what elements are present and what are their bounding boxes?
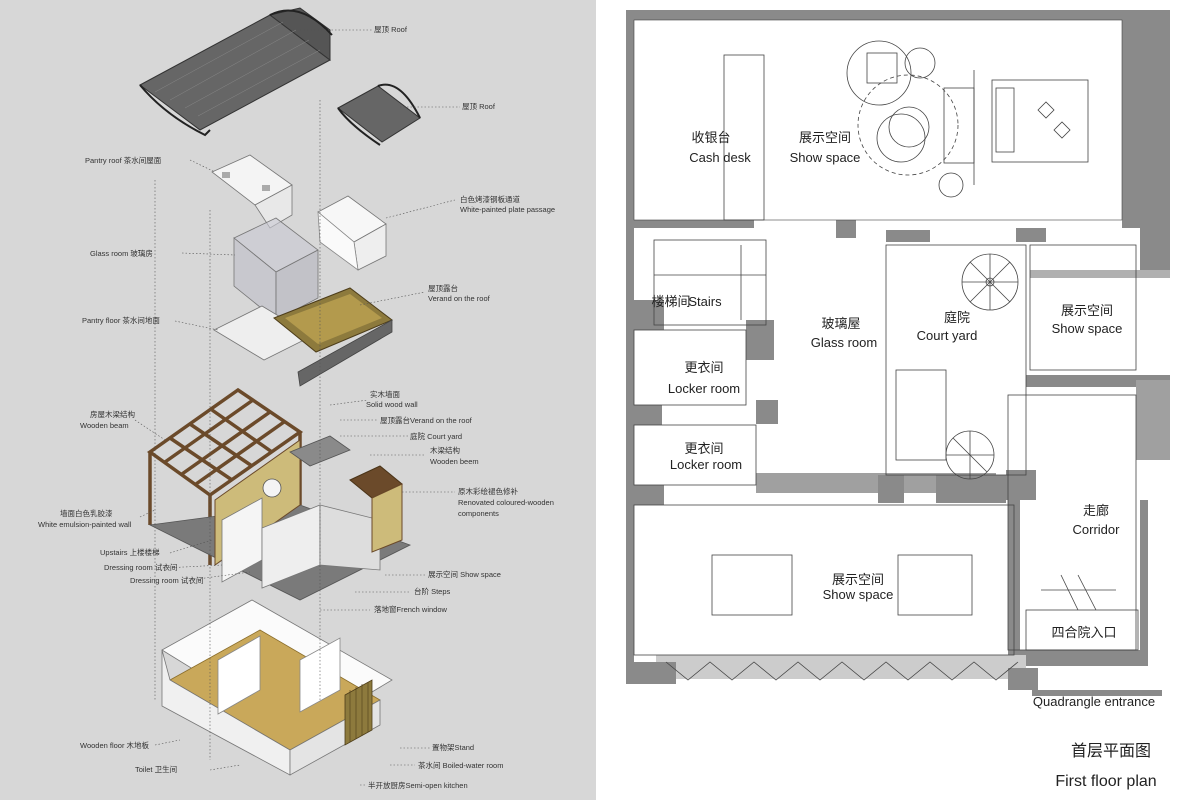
floor-plan-drawing: 收银台 Cash desk 展示空间 Show space 楼梯间 Stairs… — [626, 10, 1170, 790]
label-emulsion-cn: 墙面白色乳胶漆 — [60, 508, 113, 518]
main-roof — [139, 7, 333, 137]
axonometric-labels: 屋顶 Roof 屋顶 Roof Pantry roof 茶水间屋面 白色烤漆钢板… — [38, 25, 555, 790]
room-label-stairs-cn: 楼梯间 — [651, 294, 690, 309]
label-dressing-room-2: Dressing room 试衣间 — [130, 575, 203, 585]
small-roof — [337, 83, 421, 146]
room-label-locker-1-en: Locker room — [668, 381, 740, 396]
plan-furniture — [846, 40, 1089, 198]
label-plate-passage-en: White-painted plate passage — [460, 205, 555, 214]
label-boiled-water: 茶水间 Boiled-water room — [418, 760, 503, 770]
label-roof-small: 屋顶 Roof — [462, 102, 496, 111]
ground-floor-block — [161, 599, 393, 776]
room-label-show-top-cn: 展示空间 — [799, 130, 851, 145]
pantry-floor-and-verand — [213, 287, 393, 387]
spiral-stairs — [945, 253, 1019, 480]
plan-title: 首层平面图 First floor plan — [1055, 742, 1156, 790]
room-label-show-right-en: Show space — [1052, 321, 1123, 336]
leader-lines — [134, 29, 460, 786]
room-label-show-main-cn: 展示空间 — [832, 572, 884, 587]
label-toilet: Toilet 卫生间 — [135, 764, 177, 774]
label-wooden-beam-en: Wooden beam — [80, 421, 129, 430]
room-label-show-main-en: Show space — [823, 587, 894, 602]
room-label-entrance-en: Quadrangle entrance — [1033, 694, 1155, 709]
label-wooden-beam-cn: 房屋木梁结构 — [90, 409, 135, 419]
room-label-court-cn: 庭院 — [944, 310, 970, 325]
label-plate-passage-cn: 白色烤漆钢板通道 — [460, 194, 520, 204]
room-label-stairs-en: Stairs — [688, 294, 722, 309]
plan-interior-lines — [633, 19, 1139, 656]
label-renovated-en-1: Renovated coloured-wooden — [458, 498, 554, 507]
label-wooden-floor: Wooden floor 木地板 — [80, 740, 150, 750]
label-stand: 置物架Stand — [432, 742, 474, 752]
label-pantry-roof: Pantry roof 茶水间屋面 — [85, 155, 162, 165]
plan-room-labels: 收银台 Cash desk 展示空间 Show space 楼梯间 Stairs… — [651, 130, 1155, 709]
room-label-court-en: Court yard — [917, 328, 978, 343]
room-label-show-top-en: Show space — [790, 150, 861, 165]
label-renovated-cn: 原木彩绘褪色修补 — [458, 486, 518, 496]
label-steps: 台阶 Steps — [414, 586, 451, 596]
axonometric-drawing: 屋顶 Roof 屋顶 Roof Pantry roof 茶水间屋面 白色烤漆钢板… — [38, 7, 555, 790]
label-glass-room: Glass room 玻璃房 — [90, 248, 153, 258]
label-verand-roof-en: Verand on the roof — [428, 294, 491, 303]
label-verand-2: 屋顶露台Verand on the roof — [380, 415, 473, 425]
room-label-glass-cn: 玻璃屋 — [821, 316, 860, 331]
room-label-locker-1-cn: 更衣间 — [684, 360, 723, 375]
floor-plan-panel: 收银台 Cash desk 展示空间 Show space 楼梯间 Stairs… — [596, 0, 1200, 800]
label-semi-kitchen: 半开放厨房Semi-open kitchen — [368, 780, 468, 790]
label-pantry-floor: Pantry floor 茶水间地面 — [82, 315, 160, 325]
label-wooden-beem-cn: 木梁结构 — [430, 445, 460, 455]
room-label-locker-2-en: Locker room — [670, 457, 742, 472]
label-french-window: 落地窗French window — [374, 604, 448, 614]
label-solid-wall-en: Solid wood wall — [366, 400, 418, 409]
pantry-roof-block — [211, 154, 293, 229]
label-solid-wall-cn: 实木墙面 — [370, 389, 400, 399]
label-renovated-en-2: components — [458, 509, 499, 518]
white-passage-block — [317, 195, 387, 271]
label-court-yard: 庭院 Court yard — [410, 431, 462, 441]
label-show-space: 展示空间 Show space — [428, 569, 501, 579]
wooden-beam-frame — [146, 387, 304, 565]
label-roof-main: 屋顶 Roof — [374, 25, 408, 34]
room-label-entrance-cn: 四合院入口 — [1051, 625, 1116, 640]
label-upstairs: Upstairs 上楼楼梯 — [100, 547, 160, 557]
room-label-glass-en: Glass room — [811, 335, 877, 350]
lower-wall-structure — [148, 435, 412, 601]
room-label-show-right-cn: 展示空间 — [1061, 303, 1113, 318]
label-wooden-beem-en: Wooden beem — [430, 457, 479, 466]
room-label-cash-desk-en: Cash desk — [689, 150, 751, 165]
room-label-corridor-cn: 走廊 — [1083, 503, 1109, 518]
room-label-corridor-en: Corridor — [1073, 522, 1121, 537]
label-dressing-room-1: Dressing room 试衣间 — [104, 562, 177, 572]
label-emulsion-en: White emulsion-painted wall — [38, 520, 132, 529]
glass-room-block — [233, 217, 319, 321]
plan-title-en: First floor plan — [1055, 773, 1156, 790]
room-label-locker-2-cn: 更衣间 — [684, 441, 723, 456]
exploded-axonometric-panel: 屋顶 Roof 屋顶 Roof Pantry roof 茶水间屋面 白色烤漆钢板… — [0, 0, 596, 800]
french-window-zigzag — [665, 661, 1019, 681]
room-label-cash-desk-cn: 收银台 — [691, 130, 730, 145]
plan-title-cn: 首层平面图 — [1071, 742, 1151, 760]
label-verand-roof-cn: 屋顶露台 — [428, 283, 458, 293]
